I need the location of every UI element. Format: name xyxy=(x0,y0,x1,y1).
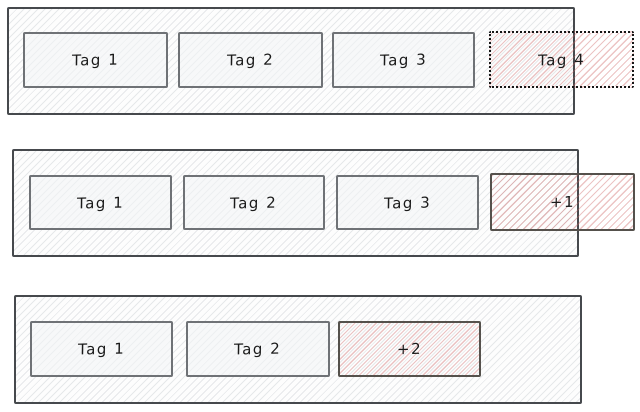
tag-label: Tag 2 xyxy=(234,339,282,359)
overflow-tag-box-dotted: Tag 4 xyxy=(489,31,634,88)
tag-label: Tag 1 xyxy=(71,50,120,70)
tag-box: Tag 1 xyxy=(30,321,173,377)
tag-box: Tag 2 xyxy=(178,32,323,88)
tag-label: Tag 3 xyxy=(383,193,432,212)
tag-box: Tag 1 xyxy=(23,32,168,88)
overflow-counter-box: +2 xyxy=(338,321,481,377)
tag-label: +1 xyxy=(549,192,576,212)
tag-label: Tag 3 xyxy=(379,50,428,70)
tag-box: Tag 2 xyxy=(183,175,325,230)
tag-box: Tag 2 xyxy=(186,321,330,377)
tag-label: Tag 2 xyxy=(230,193,278,212)
tag-label: Tag 1 xyxy=(76,193,125,212)
tag-label: Tag 4 xyxy=(537,50,586,69)
tag-box: Tag 1 xyxy=(29,175,172,230)
tag-label: +2 xyxy=(396,339,423,359)
tag-label: Tag 2 xyxy=(226,50,275,70)
overflow-counter-box: +1 xyxy=(490,173,635,231)
tag-box: Tag 3 xyxy=(332,32,475,88)
tag-label: Tag 1 xyxy=(77,339,126,359)
tag-box: Tag 3 xyxy=(336,175,479,230)
